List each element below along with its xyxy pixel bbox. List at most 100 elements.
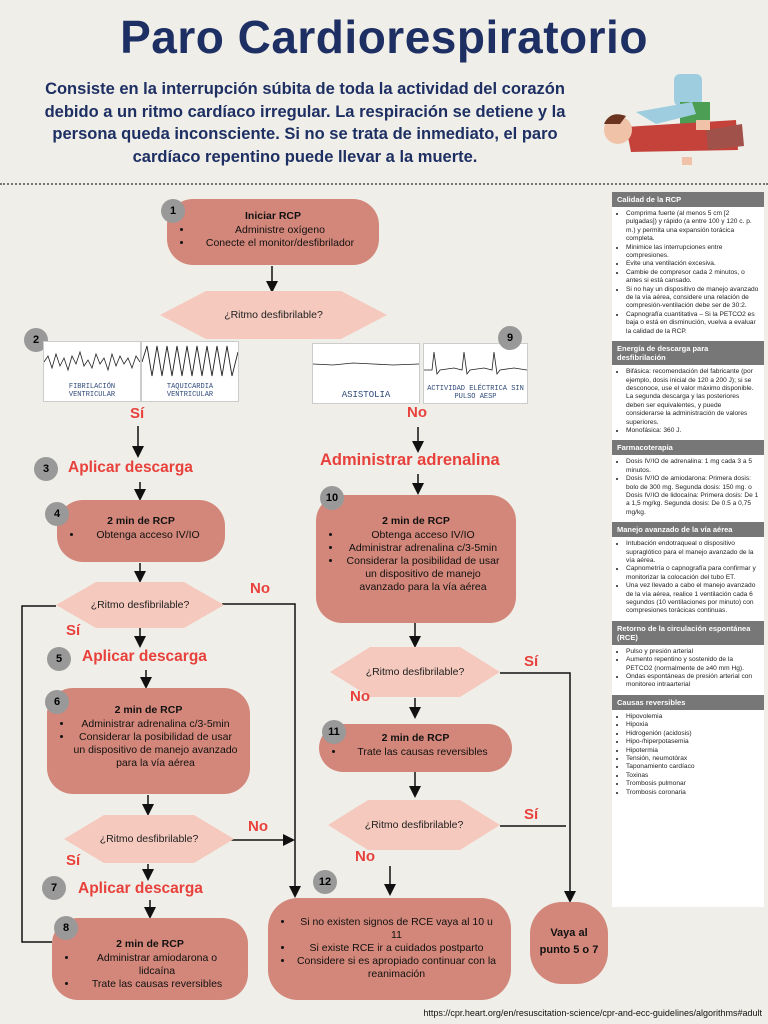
step-8-box: 2 min de RCP Administrar amiodarona o li… bbox=[52, 918, 248, 1000]
step-5-label: Aplicar descarga bbox=[82, 648, 207, 665]
sidebar-heading-energia: Energía de descarga para desfibrilación bbox=[612, 341, 764, 366]
sidebar-item: Toxinas bbox=[626, 772, 759, 780]
sidebar-heading-farmacoterapia: Farmacoterapia bbox=[612, 440, 764, 456]
step-1-title: Iniciar RCP bbox=[244, 210, 302, 222]
sidebar-item: Trombosis pulmonar bbox=[626, 780, 759, 788]
step-number-6: 6 bbox=[45, 690, 69, 714]
step-6-title: 2 min de RCP bbox=[114, 704, 183, 716]
step-12-item: Considere si es apropiado continuar con … bbox=[294, 955, 499, 981]
step-12-box: Si no existen signos de RCE vaya al 10 u… bbox=[268, 898, 511, 1000]
sidebar-item: Intubación endotraqueal o dispositivo su… bbox=[626, 540, 759, 565]
step-number-11: 11 bbox=[322, 720, 346, 744]
step-8-item: Trate las causas reversibles bbox=[78, 978, 236, 991]
source-link[interactable]: https://cpr.heart.org/en/resuscitation-s… bbox=[423, 1008, 762, 1018]
step-number-1: 1 bbox=[161, 199, 185, 223]
decision-top: ¿Ritmo desfibrilable? bbox=[160, 291, 387, 339]
step-6-item: Administrar adrenalina c/3-5min bbox=[73, 718, 238, 731]
label-si-right-2: Sí bbox=[524, 806, 539, 823]
label-si-top: Sí bbox=[130, 405, 145, 422]
step-4-box: 2 min de RCP Obtenga acceso IV/IO bbox=[57, 500, 225, 562]
label-si-right-1: Sí bbox=[524, 653, 539, 670]
step-7-label: Aplicar descarga bbox=[78, 880, 203, 897]
ecg-caption-asistolia: ASISTOLIA bbox=[341, 390, 391, 400]
ecg-fibrilacion-ventricular: FIBRILACIÓN VENTRICULAR bbox=[43, 341, 141, 402]
sidebar-reference: Calidad de la RCP Comprima fuerte (al me… bbox=[612, 192, 764, 907]
step-11-item: Trate las causas reversibles bbox=[345, 746, 500, 759]
sidebar-item: Aumento repentino y sostenido de la PETC… bbox=[626, 656, 759, 673]
sidebar-item: Hipovolemia bbox=[626, 713, 759, 721]
label-no-top: No bbox=[407, 404, 427, 421]
sidebar-item: Trombosis coronaria bbox=[626, 789, 759, 797]
sidebar-item: Hidrogenión (acidosis) bbox=[626, 730, 759, 738]
sidebar-item: Dosis IV/IO de amiodarona: Primera dosis… bbox=[626, 475, 759, 517]
decision-top-label: ¿Ritmo desfibrilable? bbox=[224, 309, 323, 321]
step-8-title: 2 min de RCP bbox=[116, 938, 184, 950]
ecg-caption-fv: FIBRILACIÓN VENTRICULAR bbox=[68, 383, 116, 399]
step-6-item: Considerar la posibilidad de usar un dis… bbox=[73, 731, 238, 770]
ecg-asistolia: ASISTOLIA bbox=[312, 343, 420, 404]
intro-text: Consiste en la interrupción súbita de to… bbox=[44, 80, 566, 166]
label-si-left-2: Sí bbox=[66, 852, 81, 869]
ecg-aesp: ACTIVIDAD ELÉCTRICA SIN PULSO AESP bbox=[423, 343, 528, 404]
sidebar-item: Monofásica: 360 J. bbox=[626, 427, 759, 435]
ecg-taquicardia-ventricular: TAQUICARDIA VENTRICULAR bbox=[141, 341, 239, 402]
sidebar-heading-calidad: Calidad de la RCP bbox=[612, 192, 764, 207]
sidebar-item: Pulso y presión arterial bbox=[626, 648, 759, 656]
sidebar-heading-causas: Causas reversibles bbox=[612, 694, 764, 710]
sidebar-item: Evite una ventilación excesiva. bbox=[626, 260, 759, 268]
step-1-item: Conecte el monitor/desfibrilador bbox=[193, 237, 367, 250]
decision-left-1: ¿Ritmo desfibrilable? bbox=[56, 582, 224, 628]
sidebar-item: Cambie de compresor cada 2 minutos, o an… bbox=[626, 269, 759, 286]
step-4-title: 2 min de RCP bbox=[107, 515, 175, 527]
sidebar-item: Hipo-/hiperpotasemia bbox=[626, 738, 759, 746]
decision-right-1: ¿Ritmo desfibrilable? bbox=[330, 647, 500, 697]
step-10-box: 2 min de RCP Obtenga acceso IV/IO Admini… bbox=[316, 495, 516, 623]
step-8-item: Administrar amiodarona o lidcaína bbox=[78, 952, 236, 978]
decision-left-2-label: ¿Ritmo desfibrilable? bbox=[99, 833, 199, 845]
step-3-label: Aplicar descarga bbox=[68, 459, 193, 476]
label-no-left-1: No bbox=[250, 580, 270, 597]
sidebar-item: Capnografía cuantitativa – Si la PETCO2 … bbox=[626, 311, 759, 336]
sidebar-heading-rce: Retorno de la circulación espontánea (RC… bbox=[612, 620, 764, 645]
step-1-box: Iniciar RCP Administre oxígenoConecte el… bbox=[167, 199, 379, 265]
adrenalina-label: Administrar adrenalina bbox=[320, 451, 500, 469]
step-number-4: 4 bbox=[45, 502, 69, 526]
sidebar-item: Hipotermia bbox=[626, 747, 759, 755]
decision-right-2: ¿Ritmo desfibrilable? bbox=[328, 800, 500, 850]
step-10-item: Considerar la posibilidad de usar un dis… bbox=[342, 555, 504, 594]
cpr-illustration bbox=[604, 74, 744, 165]
goto-box: Vaya al punto 5 o 7 bbox=[530, 902, 608, 984]
sidebar-heading-via-aerea: Manejo avanzado de la vía aérea bbox=[612, 522, 764, 538]
decision-left-2: ¿Ritmo desfibrilable? bbox=[64, 815, 234, 863]
sidebar-item: Una vez llevado a cabo el manejo avanzad… bbox=[626, 582, 759, 616]
sidebar-item: Hipoxia bbox=[626, 721, 759, 729]
sidebar-item: Dosis IV/IO de adrenalina: 1 mg cada 3 a… bbox=[626, 458, 759, 475]
step-number-7: 7 bbox=[42, 876, 66, 900]
step-10-item: Obtenga acceso IV/IO bbox=[342, 529, 504, 542]
ecg-caption-tv: TAQUICARDIA VENTRICULAR bbox=[166, 383, 214, 399]
step-11-title: 2 min de RCP bbox=[381, 732, 450, 744]
step-6-box: 2 min de RCP Administrar adrenalina c/3-… bbox=[47, 688, 250, 794]
decision-right-1-label: ¿Ritmo desfibrilable? bbox=[365, 666, 465, 678]
sidebar-item: Comprima fuerte (al menos 5 cm [2 pulgad… bbox=[626, 210, 759, 244]
sidebar-item: Tensión, neumotórax bbox=[626, 755, 759, 763]
sidebar-item: Si no hay un dispositivo de manejo avanz… bbox=[626, 286, 759, 311]
divider bbox=[0, 183, 768, 185]
label-no-right-1: No bbox=[350, 688, 370, 705]
sidebar-item: Capnometría o capnografía para confirmar… bbox=[626, 565, 759, 582]
step-12-item: Si no existen signos de RCE vaya al 10 u… bbox=[294, 916, 499, 942]
step-number-5: 5 bbox=[47, 647, 71, 671]
step-number-9: 9 bbox=[498, 326, 522, 350]
sidebar-item: Taponamiento cardíaco bbox=[626, 763, 759, 771]
decision-left-1-label: ¿Ritmo desfibrilable? bbox=[90, 599, 190, 611]
step-number-10: 10 bbox=[320, 486, 344, 510]
step-number-3: 3 bbox=[34, 457, 58, 481]
decision-right-2-label: ¿Ritmo desfibrilable? bbox=[364, 819, 464, 831]
sidebar-item: Ondas espontáneas de presión arterial co… bbox=[626, 673, 759, 690]
label-si-left-1: Sí bbox=[66, 622, 81, 639]
step-number-8: 8 bbox=[54, 916, 78, 940]
step-11-box: 2 min de RCP Trate las causas reversible… bbox=[319, 724, 512, 772]
goto-label: Vaya al punto 5 o 7 bbox=[539, 927, 599, 956]
step-12-item: Si existe RCE ir a cuidados postparto bbox=[294, 942, 499, 955]
